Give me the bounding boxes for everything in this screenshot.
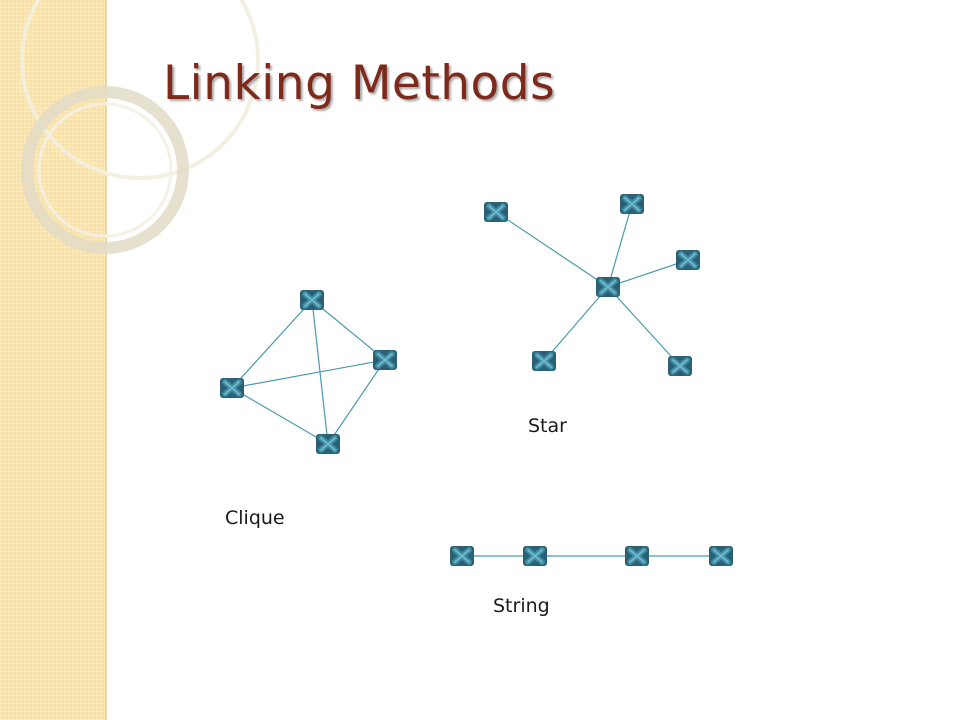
clique-graph <box>231 299 386 445</box>
x-mark-node-icon <box>668 356 692 376</box>
slide-title: Linking Methods <box>163 56 556 111</box>
x-mark-node-icon <box>450 546 474 566</box>
star-graph <box>495 203 689 367</box>
clique-edge <box>231 387 329 445</box>
clique-edge <box>311 299 386 361</box>
star-edge <box>607 203 633 288</box>
star-edge <box>543 286 609 362</box>
graph-nodes <box>220 194 733 566</box>
x-mark-node-icon <box>625 546 649 566</box>
star-label: Star <box>528 415 567 437</box>
x-mark-node-icon <box>523 546 547 566</box>
clique-edge <box>231 299 313 389</box>
clique-label: Clique <box>225 507 285 529</box>
x-mark-node-icon <box>484 202 508 222</box>
x-mark-node-icon <box>373 350 397 370</box>
string-label: String <box>493 595 550 617</box>
x-mark-node-icon <box>709 546 733 566</box>
x-mark-node-icon <box>316 434 340 454</box>
star-edge <box>607 286 681 367</box>
x-mark-node-icon <box>676 250 700 270</box>
x-mark-node-icon <box>620 194 644 214</box>
clique-edge <box>231 359 386 389</box>
clique-edge <box>327 359 386 445</box>
star-edge <box>607 259 689 288</box>
x-mark-node-icon <box>532 351 556 371</box>
x-mark-node-icon <box>220 378 244 398</box>
star-edge <box>495 211 609 288</box>
x-mark-node-icon <box>300 290 324 310</box>
x-mark-node-icon <box>596 277 620 297</box>
